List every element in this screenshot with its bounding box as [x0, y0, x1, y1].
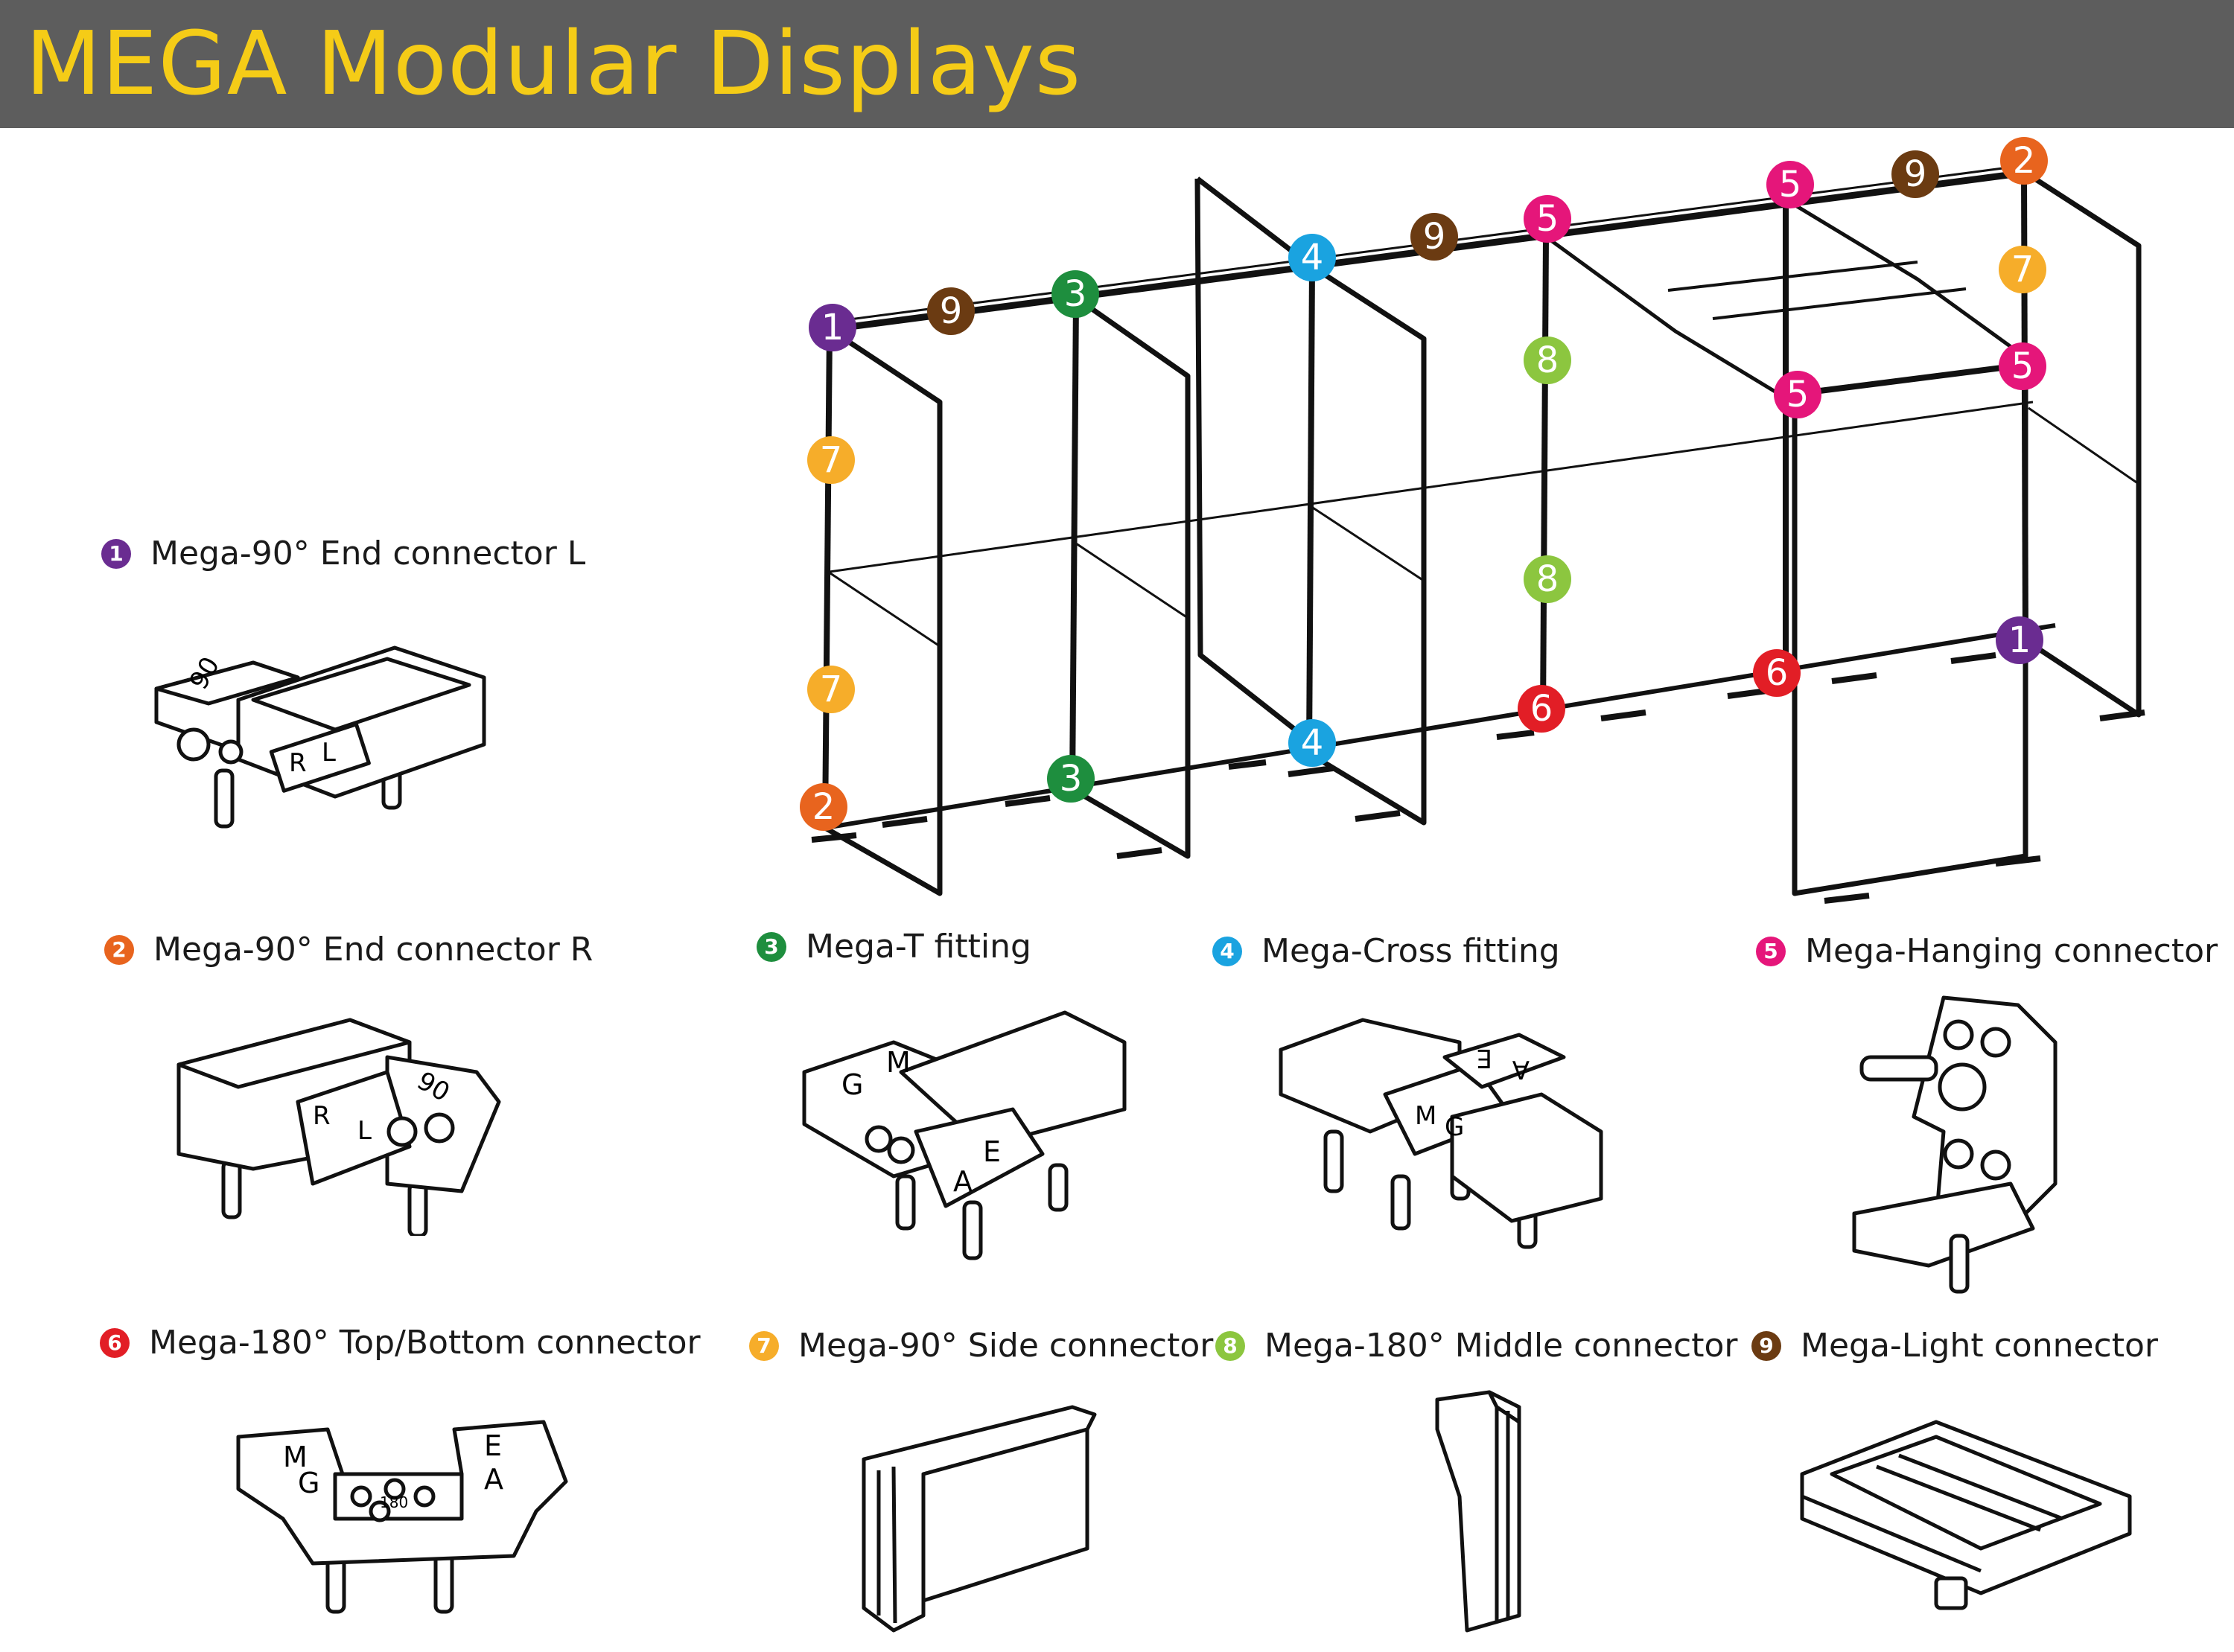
- marker-7: 7: [1999, 246, 2046, 293]
- marker-5: 5: [1524, 195, 1571, 243]
- legend-item-1: 1 Mega-90° End connector L: [101, 535, 585, 573]
- part-6-stamp-e: E: [484, 1429, 502, 1462]
- part-1-stamp-r: R: [289, 748, 307, 778]
- legend-dot-2: 2: [104, 934, 134, 965]
- legend-dot-9: 9: [1751, 1330, 1781, 1361]
- marker-3: 3: [1051, 270, 1099, 318]
- part-3-t-fitting: M G E A: [802, 1010, 1127, 1260]
- legend-label-5: Mega-Hanging connector: [1805, 932, 2218, 970]
- legend-dot-1: 1: [101, 538, 131, 569]
- middle-rail: [829, 401, 2034, 573]
- marker-1: 1: [809, 304, 856, 351]
- part-6-stamp-m: M: [283, 1441, 308, 1473]
- legend-dot-4: 4: [1212, 936, 1242, 966]
- marker-9: 9: [927, 287, 975, 335]
- marker-8: 8: [1524, 337, 1571, 384]
- part-3-stamp-e: E: [983, 1135, 1001, 1168]
- frame-diagram: [811, 164, 2145, 904]
- part-4-cross-fitting: E A M G: [1279, 1018, 1603, 1249]
- part-8-middle-connector: [1435, 1390, 1521, 1633]
- part-1-end-connector-l: 90 R L: [154, 645, 486, 829]
- legend-dot-5: 5: [1756, 936, 1786, 966]
- part-2-end-connector-r: 90 R L: [176, 1018, 501, 1236]
- legend-dot-6: 6: [100, 1327, 130, 1358]
- legend-dot-8: 8: [1215, 1330, 1245, 1361]
- part-4-stamp-a: A: [1512, 1054, 1530, 1084]
- legend-dot-3: 3: [757, 931, 786, 962]
- part-5-hanging-connector: [1852, 995, 2058, 1294]
- part-9-light-connector: [1800, 1420, 2132, 1610]
- part-1-stamp-l: L: [322, 738, 336, 768]
- marker-5: 5: [1774, 371, 1821, 418]
- legend-dot-7: 7: [749, 1330, 779, 1361]
- part-6-stamp-180: 180: [380, 1493, 408, 1511]
- part-2-stamp-r: R: [313, 1101, 331, 1131]
- marker-9: 9: [1891, 150, 1939, 198]
- legend-item-5: 5 Mega-Hanging connector: [1756, 932, 2218, 970]
- legend-label-6: Mega-180° Top/Bottom connector: [149, 1324, 701, 1362]
- legend-item-2: 2 Mega-90° End connector R: [104, 931, 593, 969]
- legend-item-3: 3 Mega-T fitting: [757, 928, 1031, 966]
- page-title: MEGA Modular Displays: [25, 12, 1082, 115]
- marker-5: 5: [1766, 161, 1814, 208]
- part-3-stamp-g: G: [841, 1068, 863, 1101]
- marker-7: 7: [807, 666, 855, 713]
- marker-6: 6: [1753, 649, 1801, 697]
- legend-item-6: 6 Mega-180° Top/Bottom connector: [100, 1324, 701, 1362]
- marker-2: 2: [2000, 137, 2048, 185]
- part-3-stamp-m: M: [886, 1046, 911, 1079]
- legend-label-3: Mega-T fitting: [806, 928, 1031, 966]
- legend-label-2: Mega-90° End connector R: [153, 931, 593, 969]
- part-6-stamp-a: A: [484, 1463, 503, 1496]
- legend-label-4: Mega-Cross fitting: [1261, 932, 1560, 970]
- part-4-stamp-m: M: [1415, 1101, 1436, 1131]
- title-bar: MEGA Modular Displays: [0, 0, 2234, 128]
- part-4-stamp-e: E: [1477, 1043, 1492, 1073]
- bottom-rail: [824, 623, 2056, 830]
- marker-4: 4: [1288, 719, 1336, 767]
- marker-4: 4: [1288, 234, 1336, 281]
- part-2-stamp-l: L: [357, 1116, 372, 1146]
- legend-label-7: Mega-90° Side connector: [798, 1327, 1214, 1365]
- legend-item-8: 8 Mega-180° Middle connector: [1215, 1327, 1738, 1365]
- part-6-stamp-g: G: [298, 1467, 319, 1499]
- marker-8: 8: [1524, 555, 1571, 603]
- legend-label-8: Mega-180° Middle connector: [1264, 1327, 1738, 1365]
- legend-item-7: 7 Mega-90° Side connector: [749, 1327, 1213, 1365]
- marker-5: 5: [1999, 342, 2046, 390]
- marker-3: 3: [1047, 755, 1095, 803]
- marker-6: 6: [1518, 685, 1565, 733]
- marker-2: 2: [800, 783, 847, 831]
- marker-9: 9: [1410, 213, 1458, 261]
- marker-1: 1: [1996, 616, 2043, 664]
- part-3-stamp-a: A: [953, 1165, 973, 1198]
- part-6-top-bottom-connector: M G E A 180: [236, 1420, 568, 1614]
- marker-7: 7: [807, 436, 855, 484]
- part-7-side-connector: [862, 1405, 1097, 1633]
- legend-label-1: Mega-90° End connector L: [150, 535, 586, 573]
- legend-item-9: 9 Mega-Light connector: [1751, 1327, 2158, 1365]
- legend-label-9: Mega-Light connector: [1801, 1327, 2159, 1365]
- part-4-stamp-g: G: [1445, 1112, 1464, 1142]
- legend-item-4: 4 Mega-Cross fitting: [1212, 932, 1560, 970]
